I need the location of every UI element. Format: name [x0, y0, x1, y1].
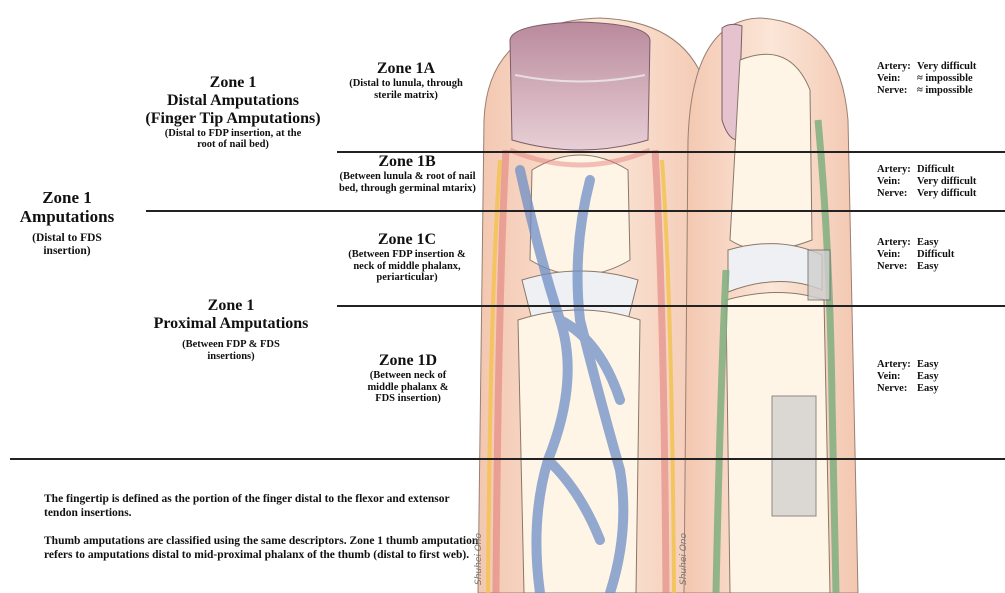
vein-label: Vein: [877, 176, 917, 188]
vein-value: Very difficult [917, 176, 976, 188]
zone-1a-label: Zone 1A (Distal to lunula, through steri… [336, 60, 476, 101]
nerve-label: Nerve: [877, 261, 917, 273]
distal-name1: Distal Amputations [118, 92, 348, 110]
nerve-value: Easy [917, 383, 939, 395]
zone-1d-label: Zone 1D (Between neck of middle phalanx … [338, 352, 478, 405]
vein-value: Difficult [917, 249, 954, 261]
artery-value: Very difficult [917, 61, 976, 73]
artist-signature-lateral: Shuhei Ono [679, 533, 689, 585]
zone-1b-desc: (Between lunula & root of nail bed, thro… [335, 171, 480, 195]
artist-signature: Shuhei Ono [474, 533, 484, 585]
zone-1d-title: Zone 1D [338, 352, 478, 370]
vein-value: Easy [917, 371, 939, 383]
difficulty-zone-1b: Artery:Difficult Vein:Very difficult Ner… [877, 164, 976, 200]
nerve-value: Very difficult [917, 188, 976, 200]
vein-label: Vein: [877, 249, 917, 261]
artery-label: Artery: [877, 237, 917, 249]
nerve-label: Nerve: [877, 383, 917, 395]
vein-value: ≈ impossible [917, 73, 973, 85]
distal-desc: (Distal to FDP insertion, at the root of… [158, 128, 308, 152]
difficulty-zone-1d: Artery:Easy Vein:Easy Nerve:Easy [877, 359, 939, 395]
nerve-value: Easy [917, 261, 939, 273]
proximal-title: Zone 1 [116, 297, 346, 315]
artery-value: Easy [917, 359, 939, 371]
zone-1a-desc: (Distal to lunula, through sterile matri… [346, 78, 466, 102]
nerve-value: ≈ impossible [917, 85, 973, 97]
artery-label: Artery: [877, 61, 917, 73]
zone-1b-label: Zone 1B (Between lunula & root of nail b… [332, 153, 482, 194]
nerve-label: Nerve: [877, 85, 917, 97]
nerve-label: Nerve: [877, 188, 917, 200]
proximal-amputations-label: Zone 1 Proximal Amputations (Between FDP… [116, 297, 346, 362]
zone1-name: Amputations [2, 207, 132, 226]
thumb-note: Thumb amputations are classified using t… [44, 535, 484, 563]
zone-1d-desc: (Between neck of middle phalanx & FDS in… [358, 370, 458, 405]
vein-label: Vein: [877, 371, 917, 383]
zone-1c-1d-divider [337, 305, 1005, 307]
artery-label: Artery: [877, 359, 917, 371]
zone-1a-title: Zone 1A [336, 60, 476, 78]
zone-1-proximal-boundary [10, 458, 1005, 460]
distal-title: Zone 1 [118, 74, 348, 92]
zone1-title: Zone 1 [2, 188, 132, 207]
vein-label: Vein: [877, 73, 917, 85]
distal-amputations-label: Zone 1 Distal Amputations (Finger Tip Am… [118, 74, 348, 151]
zone-distal-proximal-divider [146, 210, 1005, 212]
difficulty-zone-1a: Artery:Very difficult Vein:≈ impossible … [877, 61, 976, 97]
zone-1c-desc: (Between FDP insertion & neck of middle … [337, 249, 477, 284]
zone-1c-title: Zone 1C [332, 231, 482, 249]
proximal-desc: (Between FDP & FDS insertions) [176, 339, 286, 363]
zone1-amputations-label: Zone 1 Amputations (Distal to FDS insert… [2, 188, 132, 258]
difficulty-zone-1c: Artery:Easy Vein:Difficult Nerve:Easy [877, 237, 954, 273]
zone1-desc: (Distal to FDS insertion) [17, 232, 117, 258]
artery-value: Easy [917, 237, 939, 249]
zone-1c-label: Zone 1C (Between FDP insertion & neck of… [332, 231, 482, 284]
distal-name2: (Finger Tip Amputations) [118, 110, 348, 128]
zone-1b-title: Zone 1B [332, 153, 482, 171]
artery-value: Difficult [917, 164, 954, 176]
artery-label: Artery: [877, 164, 917, 176]
definition-note: The fingertip is defined as the portion … [44, 493, 484, 521]
proximal-name: Proximal Amputations [116, 315, 346, 333]
